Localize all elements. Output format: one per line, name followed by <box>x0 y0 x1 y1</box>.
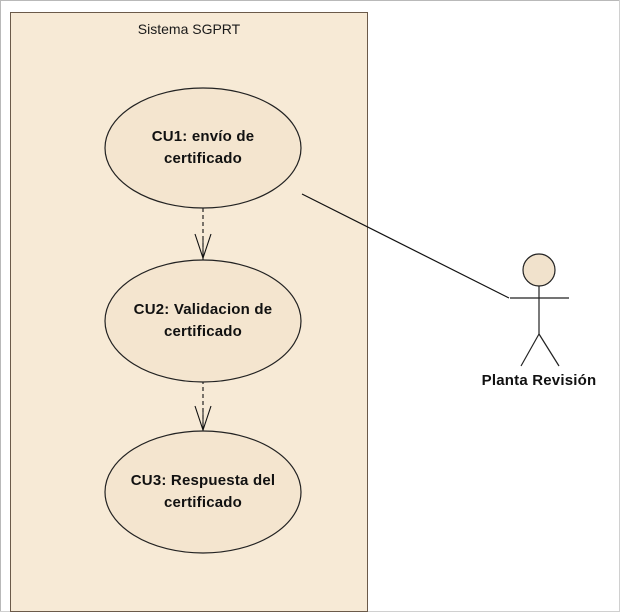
canvas-border-left <box>0 0 1 612</box>
canvas-border-top <box>0 0 620 1</box>
actor-left-leg <box>520 333 540 367</box>
usecase-label-cu1: CU1: envío de certificado <box>151 128 255 167</box>
stick-figure-actor-icon[interactable] <box>510 253 569 367</box>
usecase-label-cu3: CU3: Respuesta del certificado <box>130 472 276 511</box>
usecase-ellipse-cu1[interactable] <box>104 87 302 209</box>
usecase-ellipse-cu3[interactable] <box>104 430 302 554</box>
usecase-ellipse-cu2[interactable] <box>104 259 302 383</box>
system-title: Sistema SGPRT <box>137 21 241 37</box>
usecase-cu3[interactable]: CU3: Respuesta del certificado <box>105 431 301 553</box>
actor-right-leg <box>538 333 560 367</box>
actor-label: Planta Revisión <box>481 372 597 389</box>
usecase-cu1[interactable]: CU1: envío de certificado <box>105 88 301 208</box>
actor-head <box>522 253 556 287</box>
usecase-label-cu2: CU2: Validacion de certificado <box>133 301 273 340</box>
usecase-cu2[interactable]: CU2: Validacion de certificado <box>105 260 301 382</box>
association-line-actor-cu1[interactable] <box>301 193 510 299</box>
